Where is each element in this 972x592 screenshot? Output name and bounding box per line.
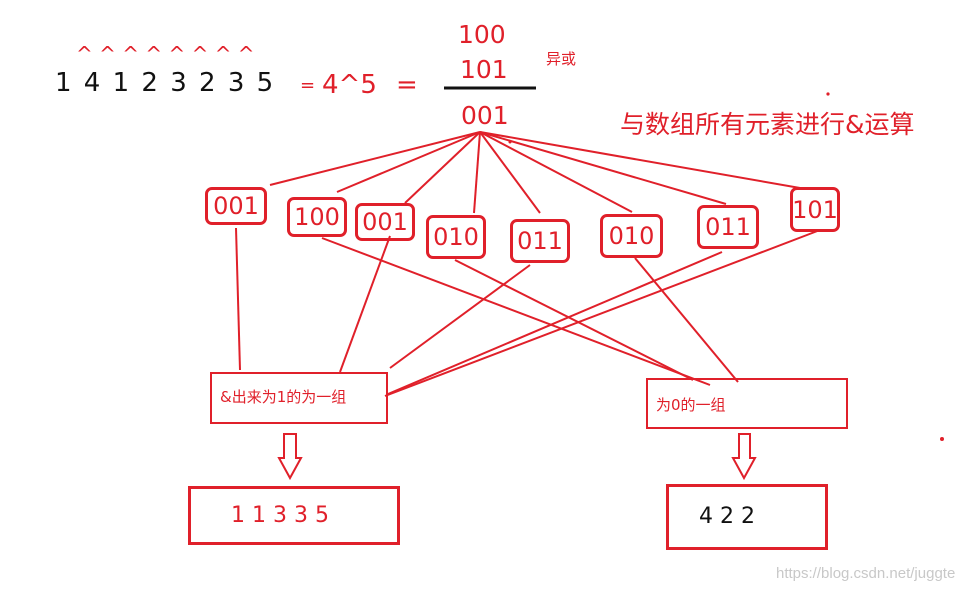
group-line-6 bbox=[321, 237, 711, 386]
fan-line-4 bbox=[473, 131, 481, 214]
group-line-5 bbox=[384, 229, 821, 397]
group-line-8 bbox=[634, 257, 739, 383]
caret-marks: ^ ^ ^ ^ ^ ^ ^ ^ bbox=[76, 42, 255, 66]
and-operation-annotation: 与数组所有元素进行&运算 bbox=[620, 110, 915, 139]
group-line-4 bbox=[387, 251, 723, 395]
connector-lines bbox=[235, 131, 821, 397]
group-one-box: &出来为1的为一组 bbox=[210, 372, 388, 424]
group-line-1 bbox=[235, 227, 241, 371]
fan-line-7 bbox=[479, 131, 727, 205]
number-sequence: 1 4 1 2 3 2 3 5 bbox=[55, 68, 276, 98]
dot-3 bbox=[940, 437, 944, 441]
element-box-3: 001 bbox=[355, 203, 415, 241]
group-zero-label: 为0的一组 bbox=[656, 396, 726, 414]
element-box-1: 001 bbox=[205, 187, 267, 225]
element-box-4: 010 bbox=[426, 215, 486, 259]
group-line-3 bbox=[389, 264, 531, 369]
left-down-arrow bbox=[277, 433, 303, 481]
watermark: https://blog.csdn.net/juggte bbox=[776, 565, 956, 582]
group-line-7 bbox=[454, 259, 694, 381]
element-box-2: 100 bbox=[287, 197, 347, 237]
equals-sign-2: = bbox=[396, 70, 418, 100]
right-down-arrow bbox=[731, 433, 757, 481]
element-box-6: 010 bbox=[600, 214, 663, 258]
group-one-result-box: 1 1 3 3 5 bbox=[188, 486, 400, 545]
fan-line-1 bbox=[269, 131, 481, 186]
element-box-7: 011 bbox=[697, 205, 759, 249]
binary-100: 100 bbox=[458, 20, 506, 49]
fan-line-8 bbox=[479, 131, 801, 189]
fan-line-2 bbox=[336, 131, 481, 193]
binary-result-001: 001 bbox=[461, 101, 509, 130]
group-line-2 bbox=[339, 235, 391, 373]
fan-line-6 bbox=[479, 131, 633, 213]
binary-101: 101 bbox=[460, 55, 508, 84]
element-box-5: 011 bbox=[510, 219, 570, 263]
group-zero-result: 4 2 2 bbox=[699, 504, 755, 529]
group-zero-result-box: 4 2 2 bbox=[666, 484, 828, 550]
group-zero-box: 为0的一组 bbox=[646, 378, 848, 429]
element-box-8: 101 bbox=[790, 187, 840, 232]
xor-label: 异或 bbox=[546, 50, 577, 68]
group-one-result: 1 1 3 3 5 bbox=[231, 503, 329, 528]
fan-line-5 bbox=[479, 131, 541, 214]
dot-2 bbox=[826, 92, 830, 96]
equals-sign-1: = bbox=[300, 75, 316, 96]
xor-expression: 4^5 bbox=[322, 70, 377, 100]
fan-line-3 bbox=[404, 131, 481, 204]
group-one-label: &出来为1的为一组 bbox=[220, 388, 347, 406]
dot-1 bbox=[508, 140, 512, 144]
